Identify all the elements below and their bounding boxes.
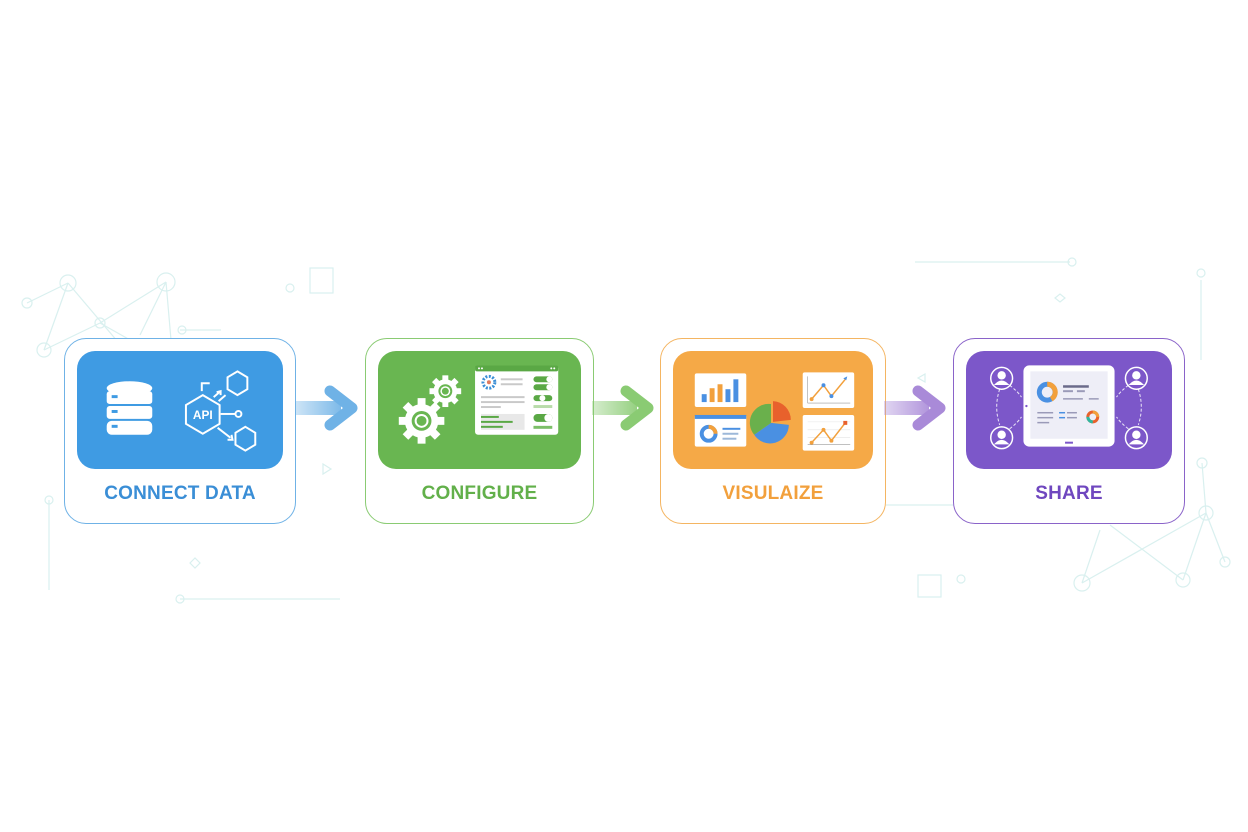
gears-icon bbox=[398, 375, 462, 444]
visualize-illustration bbox=[694, 372, 855, 451]
user-icon bbox=[990, 366, 1014, 390]
step-panel-connect-data: API bbox=[77, 351, 283, 469]
step-card-connect-data: API CONNECT DATA bbox=[64, 338, 296, 524]
svg-text:API: API bbox=[193, 408, 213, 422]
step-card-visualize: VISULAIZE bbox=[660, 338, 886, 524]
tablet-dashboard-icon bbox=[1023, 365, 1115, 447]
user-icon bbox=[1124, 426, 1148, 450]
api-hexagon-icon: API bbox=[184, 370, 257, 452]
user-icon bbox=[990, 426, 1014, 450]
user-icon bbox=[1124, 366, 1148, 390]
arrow-right-icon bbox=[884, 383, 954, 433]
pie-chart-icon bbox=[749, 401, 791, 444]
step-panel-configure bbox=[378, 351, 581, 469]
share-illustration bbox=[990, 365, 1148, 450]
step-panel-share bbox=[966, 351, 1172, 469]
donut-report-icon bbox=[694, 414, 747, 447]
arrow-right-icon bbox=[592, 383, 662, 433]
line-chart-icon bbox=[802, 372, 855, 409]
connect-data-illustration: API bbox=[106, 370, 257, 452]
step-label-connect-data: CONNECT DATA bbox=[104, 483, 256, 504]
step-card-share: SHARE bbox=[953, 338, 1185, 524]
bar-chart-icon bbox=[694, 373, 747, 408]
step-card-configure: CONFIGURE bbox=[365, 338, 594, 524]
database-icon bbox=[106, 381, 153, 435]
step-label-visualize: VISULAIZE bbox=[722, 483, 824, 504]
arrow-right-icon bbox=[296, 383, 366, 433]
step-label-configure: CONFIGURE bbox=[421, 483, 538, 504]
step-panel-visualize bbox=[673, 351, 873, 469]
line-chart-icon bbox=[802, 414, 855, 451]
settings-window-icon bbox=[475, 365, 559, 435]
configure-illustration bbox=[398, 365, 559, 444]
step-label-share: SHARE bbox=[1035, 483, 1103, 504]
